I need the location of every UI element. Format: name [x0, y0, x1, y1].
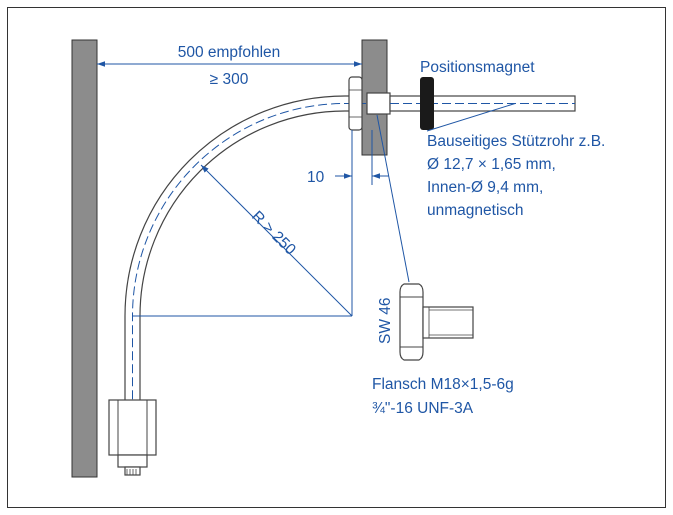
- gap-label: 10: [307, 169, 325, 186]
- flange-detail-leader: [376, 114, 410, 283]
- support-tube-label-3: Innen-Ø 9,4 mm,: [427, 179, 543, 196]
- radius-construction: [132, 130, 353, 317]
- wrench-size-label: SW 46: [377, 297, 394, 344]
- min-distance-label: ≥ 300: [210, 71, 249, 88]
- tube-leader: [426, 103, 516, 132]
- flange-nut: [348, 76, 363, 131]
- sensor-head: [108, 399, 157, 476]
- recommended-distance-label: 500 empfohlen: [178, 44, 281, 61]
- flange-label-2: ¾"-16 UNF-3A: [372, 400, 474, 417]
- left-wall: [71, 39, 98, 478]
- gap-dimension: [335, 130, 389, 185]
- sensor-rod: [124, 95, 350, 400]
- position-magnet-label: Positionsmagnet: [420, 59, 535, 76]
- rod-centerline: [132, 103, 470, 400]
- support-tube-label-2: Ø 12,7 × 1,65 mm,: [427, 156, 556, 173]
- drawing-frame: [7, 7, 666, 508]
- flange-label-1: Flansch M18×1,5-6g: [372, 376, 514, 393]
- radius-label: R > 250: [248, 208, 299, 259]
- support-tube-label-1: Bauseitiges Stützrohr z.B.: [427, 133, 605, 150]
- flange-detail-view: [399, 283, 474, 361]
- position-magnet: [420, 77, 434, 130]
- support-tube: [366, 92, 576, 115]
- support-tube-label-4: unmagnetisch: [427, 202, 524, 219]
